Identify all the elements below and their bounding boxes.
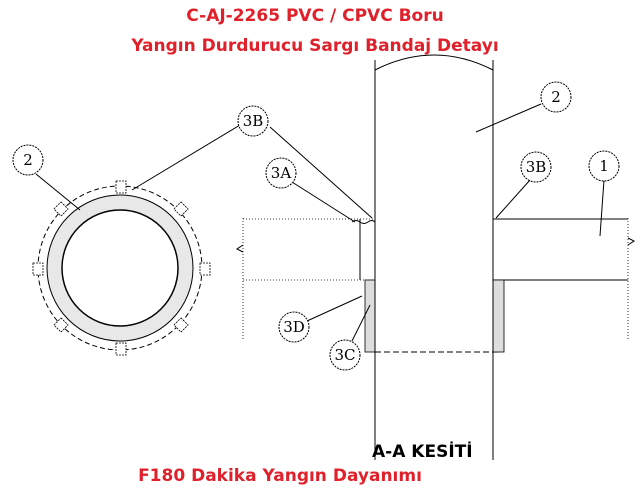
callout-section-pipe: 2 — [540, 81, 572, 113]
pipe-circle — [61, 209, 179, 327]
wrap-strip-section — [351, 220, 376, 224]
floor-slab — [236, 218, 635, 353]
title-line-2: Yangın Durdurucu Sargı Bandaj Detayı — [131, 36, 499, 56]
callout-floor: 1 — [588, 150, 620, 182]
callout-plan-wrap: 3B — [237, 105, 269, 137]
svg-text:3C: 3C — [334, 346, 355, 364]
svg-text:3B: 3B — [526, 158, 547, 176]
section-label: A-A KESİTİ — [372, 442, 473, 462]
pipe — [374, 54, 494, 460]
svg-text:3B: 3B — [243, 112, 264, 130]
svg-text:3D: 3D — [283, 318, 305, 336]
callout-3d: 3D — [278, 311, 310, 343]
svg-text:3A: 3A — [271, 164, 292, 182]
footer-rating: F180 Dakika Yangın Dayanımı — [138, 466, 422, 486]
svg-text:2: 2 — [551, 88, 561, 106]
callout-section-wrap-right: 3B — [520, 151, 552, 183]
callout-plan-pipe: 2 — [12, 144, 44, 176]
title-line-1: C-AJ-2265 PVC / CPVC Boru — [186, 6, 444, 26]
callout-section-wrap: 3A — [265, 157, 297, 189]
collar-left — [364, 279, 376, 353]
svg-text:1: 1 — [599, 157, 609, 175]
svg-text:2: 2 — [23, 151, 33, 169]
collar-right — [492, 279, 505, 353]
collar-tabs — [32, 180, 211, 356]
callout-3c: 3C — [329, 339, 361, 371]
plan-view — [32, 180, 211, 356]
leader-lines — [35, 103, 605, 342]
